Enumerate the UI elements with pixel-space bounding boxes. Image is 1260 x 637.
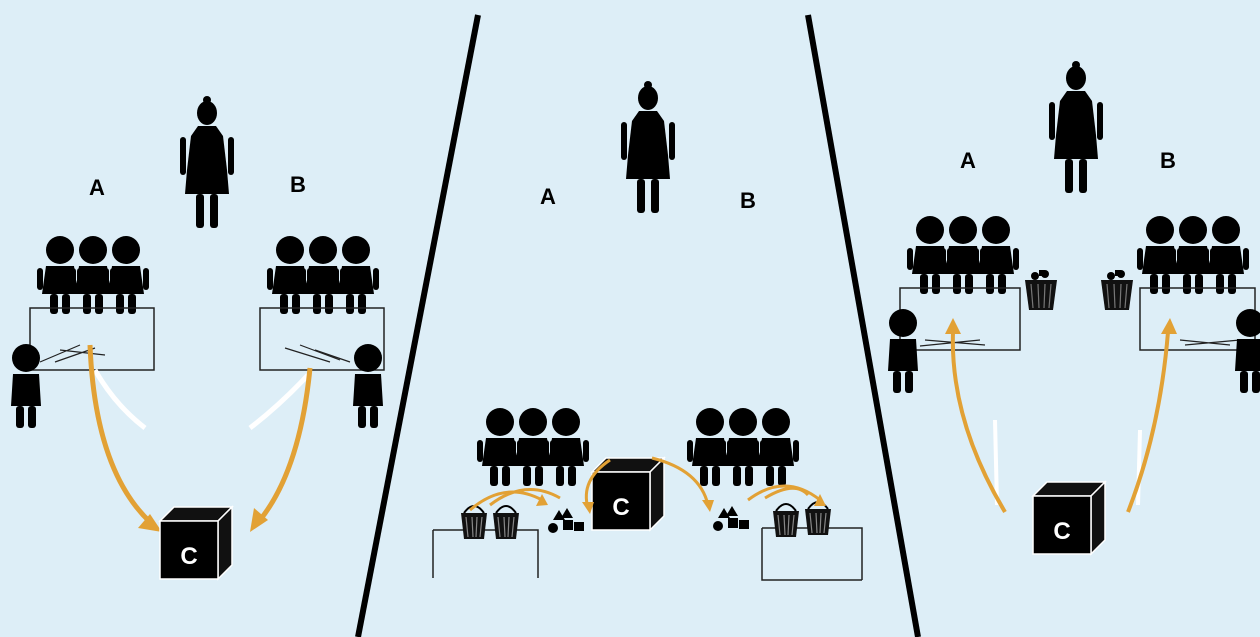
children-group-b	[1137, 216, 1249, 294]
panel-3: A B C	[888, 61, 1260, 554]
group-b-label: B	[1160, 148, 1176, 173]
box-c: C	[160, 507, 232, 579]
panel-1: A B C	[11, 96, 384, 579]
basket-icon	[773, 504, 799, 537]
ghost-arrow-b	[250, 375, 308, 428]
box-c-label: C	[1053, 518, 1070, 545]
table-a	[900, 288, 1020, 350]
side-child-b	[1235, 309, 1260, 393]
basket-icon	[805, 502, 831, 535]
group-a-label: A	[540, 184, 556, 209]
group-a-label: A	[89, 175, 105, 200]
group-a-label: A	[960, 148, 976, 173]
box-c: C	[1033, 482, 1105, 554]
divider-left	[358, 15, 478, 637]
children-group-a	[477, 408, 589, 486]
children-group-a	[907, 216, 1019, 294]
arrow-b-to-c	[260, 368, 310, 520]
arrow-a-to-c	[90, 345, 150, 522]
side-child-b	[353, 344, 383, 428]
ghost-arrow-a	[95, 370, 145, 428]
panel-2: A B C	[433, 81, 862, 580]
basket-icon	[461, 506, 487, 539]
box-c-label: C	[180, 543, 197, 570]
side-child-a	[888, 309, 918, 393]
adult-figure	[180, 96, 234, 228]
children-group-b	[687, 408, 799, 486]
adult-figure	[621, 81, 675, 213]
arrow-c-to-b	[1128, 332, 1168, 512]
adult-figure	[1049, 61, 1103, 193]
basket-icon	[493, 506, 519, 539]
children-group-b	[267, 236, 379, 314]
box-c-label: C	[612, 494, 629, 521]
group-b-label: B	[740, 188, 756, 213]
ghost-arrow-b	[1138, 430, 1140, 505]
box-c: C	[592, 458, 664, 530]
side-child-a	[11, 344, 41, 428]
table-a	[433, 530, 538, 578]
group-b-label: B	[290, 172, 306, 197]
bucket-icon	[1101, 270, 1133, 310]
toy-blocks-icon	[713, 506, 749, 531]
toy-blocks-icon	[548, 508, 584, 533]
bucket-icon	[1025, 270, 1057, 310]
children-group-a	[37, 236, 149, 314]
